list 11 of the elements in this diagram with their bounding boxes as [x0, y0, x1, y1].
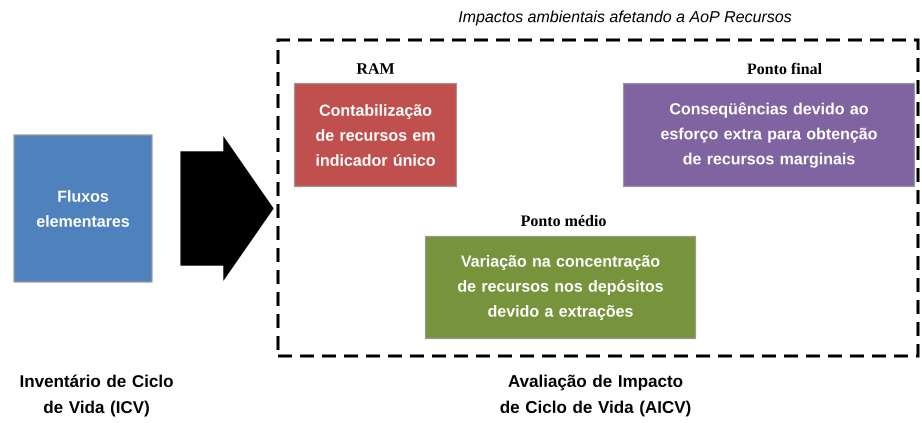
frame-title: Impactos ambientais afetando a AoP Recursos: [458, 10, 792, 26]
caption-text: Avaliação de Impacto de Ciclo de Vida (AICV): [500, 374, 690, 416]
process-box: Conseqüências devido ao esforço extra para obtenção de recursos marginais: [622, 82, 916, 188]
process-box: Variação na concentração de recursos nos depósitos devido a extrações: [424, 236, 696, 340]
process-box: Contabilização de recursos em indicador único: [294, 82, 458, 188]
block-arrow: [180, 136, 274, 281]
box-heading: Ponto médio: [520, 214, 606, 226]
process-box: Fluxos elementares: [13, 134, 153, 283]
box-heading: Ponto final: [747, 62, 822, 74]
box-heading: RAM: [356, 63, 394, 74]
caption-text: Inventário de Ciclo de Vida (ICV): [20, 374, 173, 416]
